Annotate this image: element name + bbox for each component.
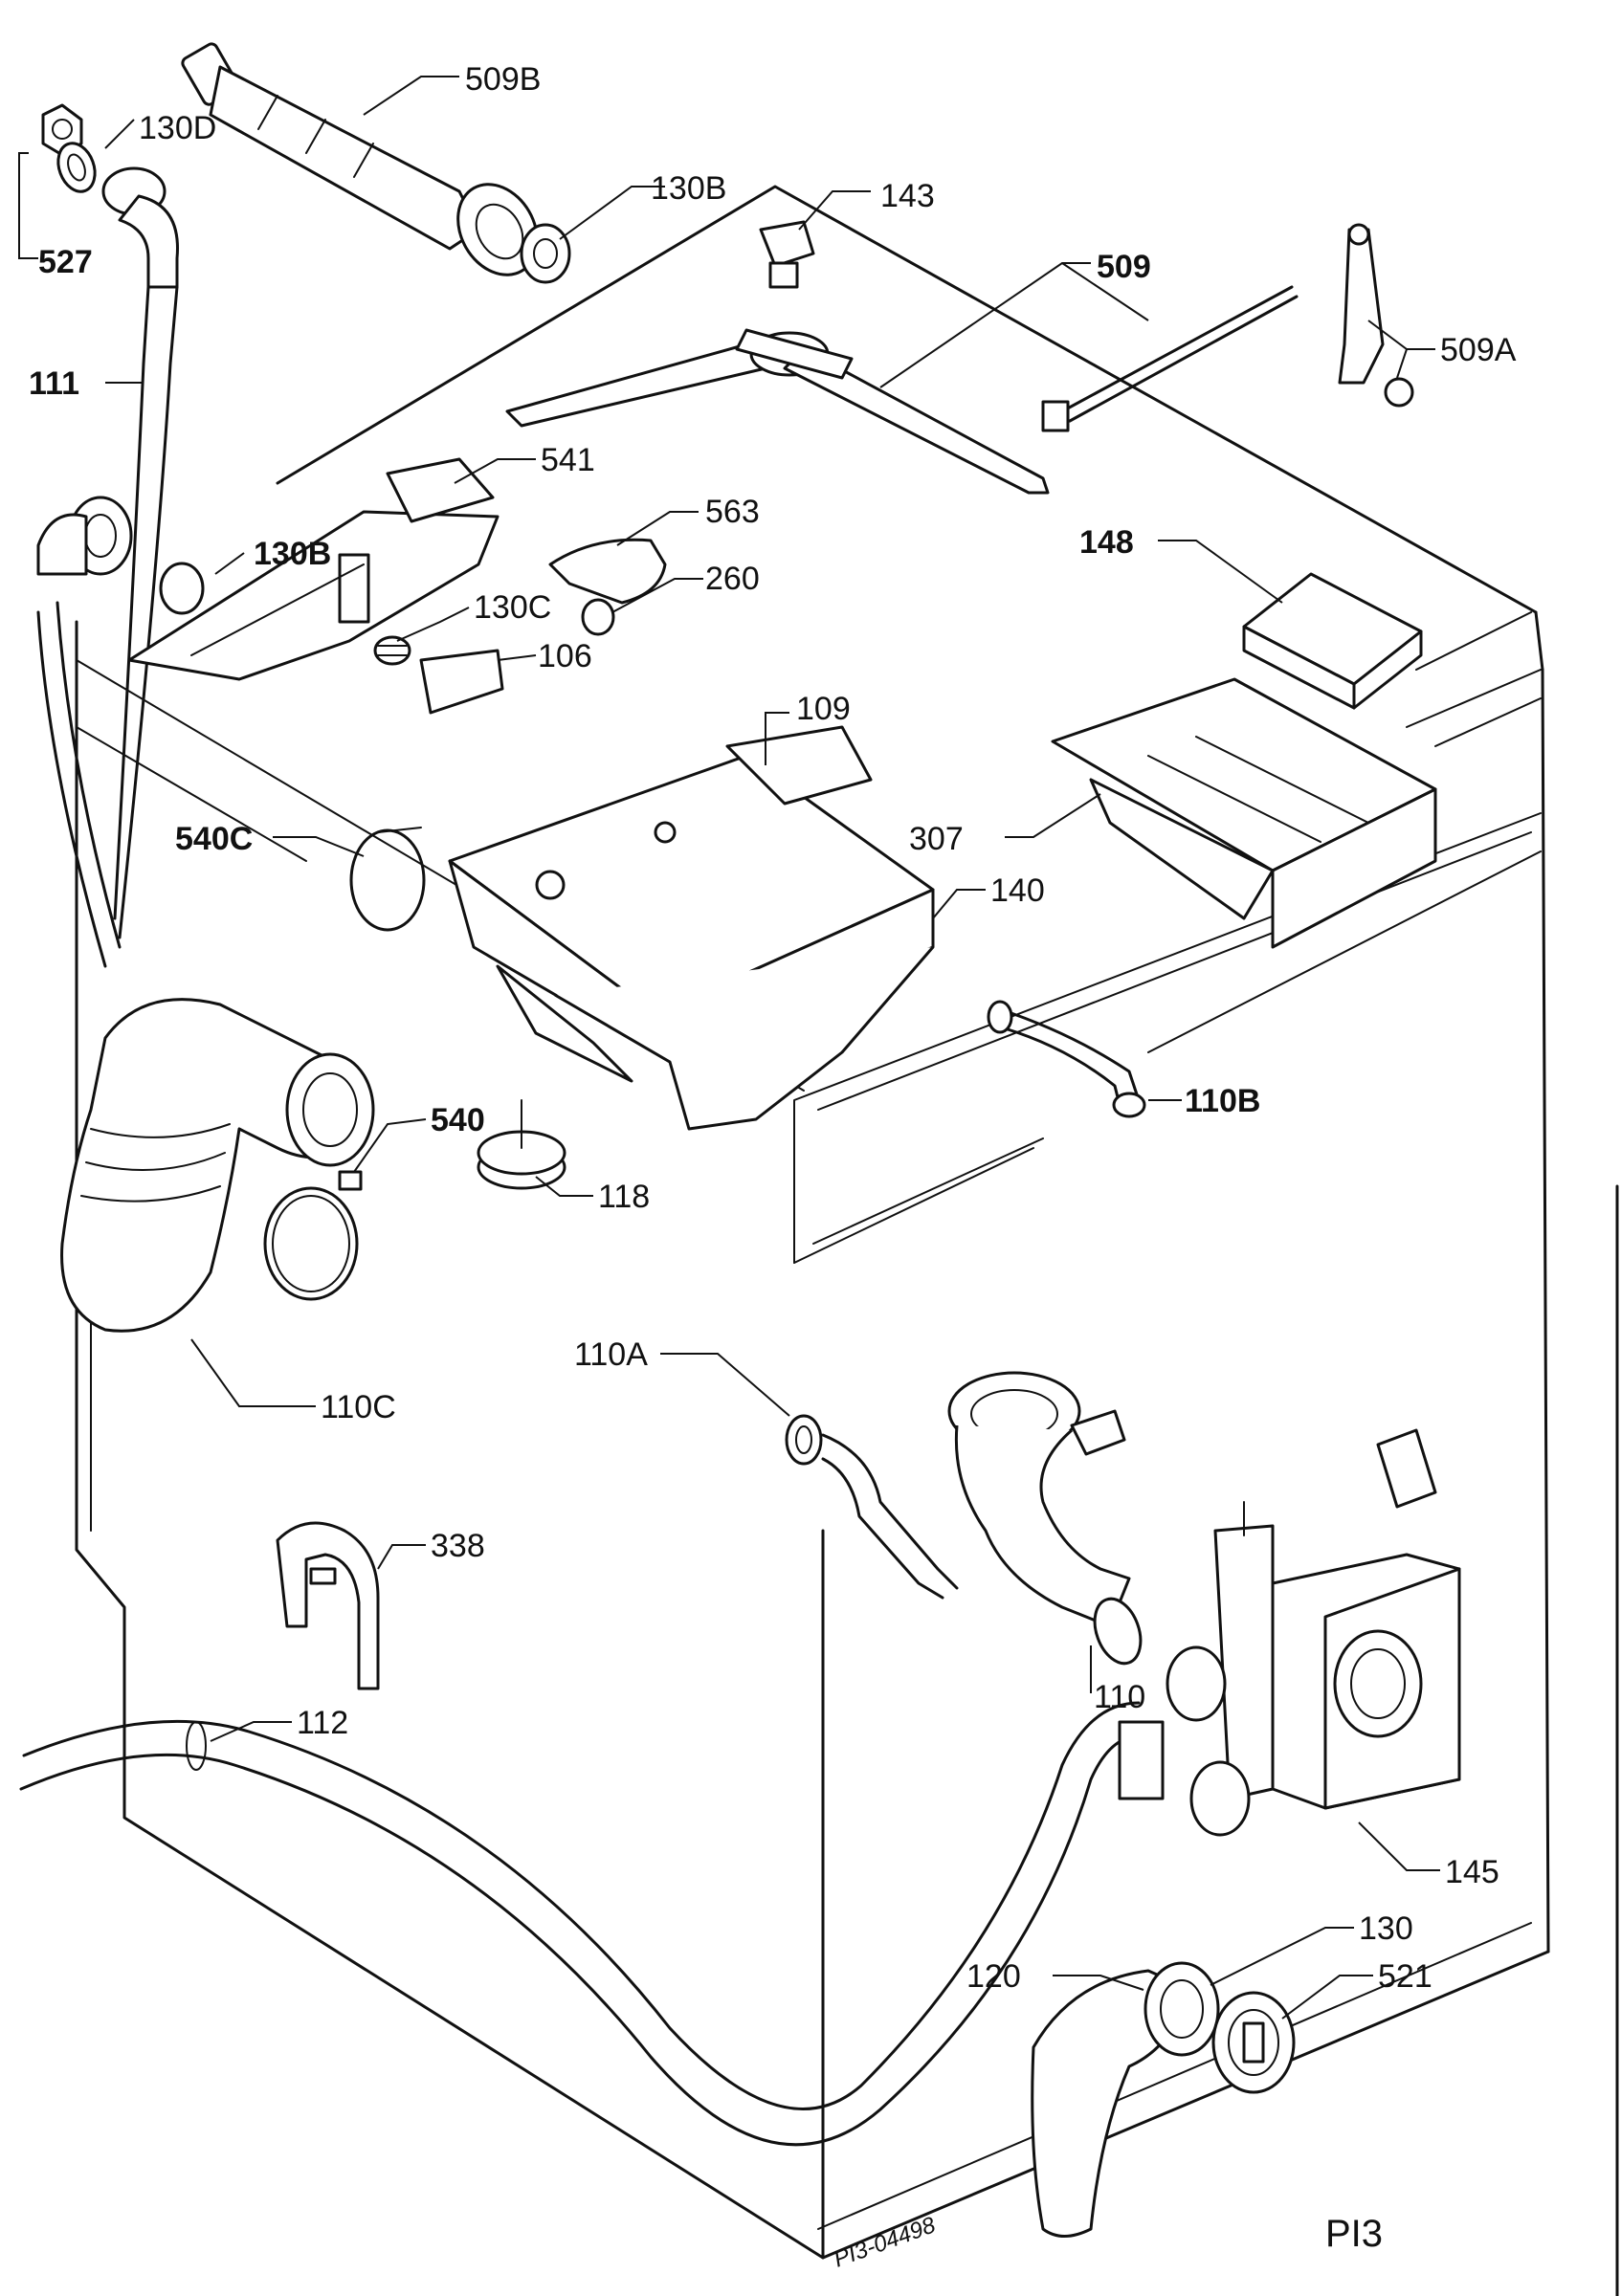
part-143-knob <box>759 220 815 289</box>
part-110a-hose <box>785 1414 959 1600</box>
label-111: 111 <box>29 365 79 402</box>
label-307: 307 <box>909 821 964 857</box>
part-110b-hose <box>987 1000 1146 1118</box>
cabinet-outline <box>75 185 1550 2260</box>
part-130b-nut-top <box>520 223 571 284</box>
part-130d-washer <box>56 142 97 193</box>
label-148: 148 <box>1079 524 1134 561</box>
part-118-wheel <box>477 1099 566 1190</box>
part-509b-inlet-valve <box>181 42 539 276</box>
part-509a-lever <box>1338 223 1414 408</box>
label-106: 106 <box>538 638 592 674</box>
label-145: 145 <box>1445 1854 1499 1890</box>
label-260: 260 <box>705 561 760 597</box>
label-338: 338 <box>431 1528 485 1564</box>
part-540c-clamp <box>349 827 426 932</box>
label-110: 110 <box>1094 1679 1145 1715</box>
part-110-sump-hose <box>947 1371 1143 1666</box>
part-110c-bellows <box>60 998 375 1333</box>
label-120: 120 <box>966 1958 1021 1995</box>
part-521-cap <box>1211 1991 1296 2094</box>
label-563: 563 <box>705 494 760 530</box>
label-509a: 509A <box>1440 332 1517 368</box>
leader-lines <box>18 76 1440 2020</box>
label-140: 140 <box>990 872 1045 909</box>
label-110a: 110A <box>574 1336 648 1373</box>
part-130c-spring <box>373 635 411 666</box>
part-120-filter <box>1031 1961 1220 2238</box>
part-labels: 509B 130D 527 130B 143 509 509A 111 541 … <box>29 61 1517 1995</box>
label-541: 541 <box>541 442 595 478</box>
part-338-clip <box>276 1521 380 1690</box>
part-509-bracket <box>505 285 1299 495</box>
part-106-latch <box>419 649 504 715</box>
label-540c: 540C <box>175 821 253 857</box>
label-143: 143 <box>880 178 935 214</box>
label-110b: 110B <box>1185 1083 1260 1119</box>
label-130b-mid: 130B <box>254 536 331 572</box>
label-109: 109 <box>796 691 851 727</box>
part-111-inlet-hose <box>36 166 179 968</box>
label-521: 521 <box>1378 1958 1432 1995</box>
label-509: 509 <box>1097 249 1151 285</box>
label-540: 540 <box>431 1102 485 1138</box>
label-110c: 110C <box>321 1389 396 1425</box>
label-130d: 130D <box>139 110 216 146</box>
part-148-switch <box>1242 572 1423 710</box>
label-527: 527 <box>38 244 93 280</box>
part-109-housing <box>448 725 935 1131</box>
label-130c: 130C <box>474 589 551 626</box>
part-307-drawer <box>1051 677 1437 949</box>
part-563-cover <box>548 538 667 605</box>
part-112-drain-hose <box>19 1701 1165 2147</box>
part-260-spring <box>581 598 615 636</box>
label-130: 130 <box>1359 1910 1413 1947</box>
part-540-clamp <box>263 1170 363 1301</box>
drawing-code: PI3-04498 <box>831 2212 940 2272</box>
part-541-frame <box>127 457 500 681</box>
label-509b: 509B <box>465 61 541 98</box>
page-label: PI3 <box>1325 2213 1383 2255</box>
label-130b-top: 130B <box>651 170 726 207</box>
part-130b-nut-mid <box>159 562 205 615</box>
label-118: 118 <box>598 1179 650 1215</box>
part-145-pump <box>1166 1428 1461 1837</box>
label-112: 112 <box>297 1705 348 1741</box>
